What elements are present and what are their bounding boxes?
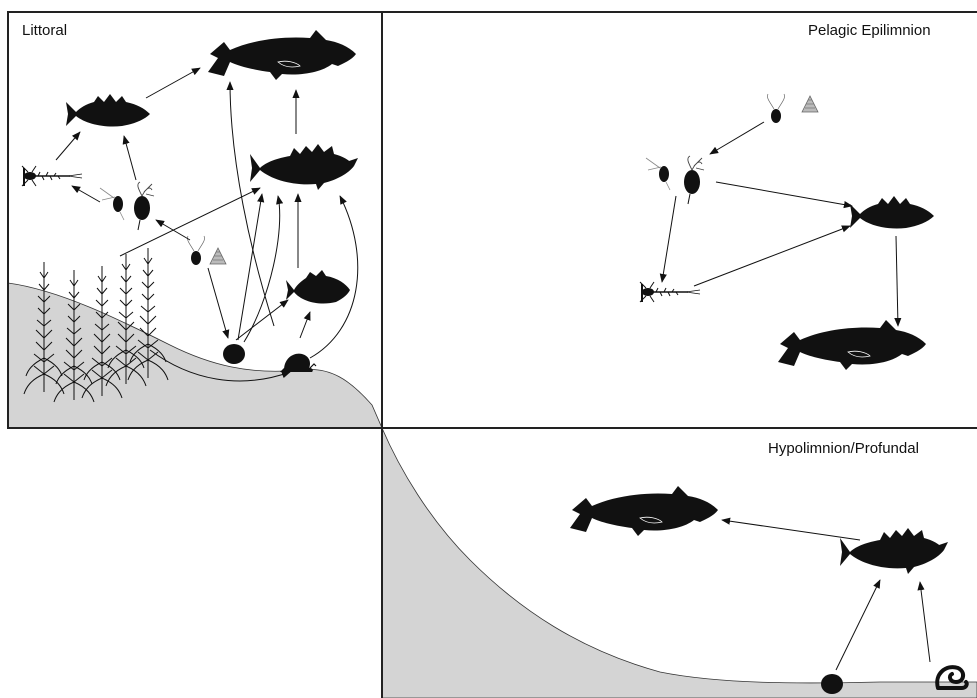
mayfly-larva-icon [640,282,700,302]
rotifer-icon [767,94,784,123]
littoral-sediment [8,283,382,428]
lake-trout-icon [778,320,926,370]
bass-icon [840,528,948,574]
copepod-icon [646,158,670,190]
sunfish-icon [286,270,350,304]
copepod-icon [100,188,124,220]
lake-trout-icon [208,30,356,80]
perch-icon [66,94,150,127]
perch-icon [850,196,934,229]
algae-icon [210,248,226,264]
lake-trout-icon [570,486,718,536]
daphnia-icon [134,182,154,230]
pelagic-arrows [662,122,898,326]
clam-icon [821,674,843,694]
bass-icon [250,144,358,190]
clam-icon [223,344,245,364]
daphnia-icon [684,156,704,204]
mayfly-larva-icon [22,166,82,186]
snail-icon [280,354,316,372]
rotifer-icon [187,236,204,265]
algae-icon [802,96,818,112]
